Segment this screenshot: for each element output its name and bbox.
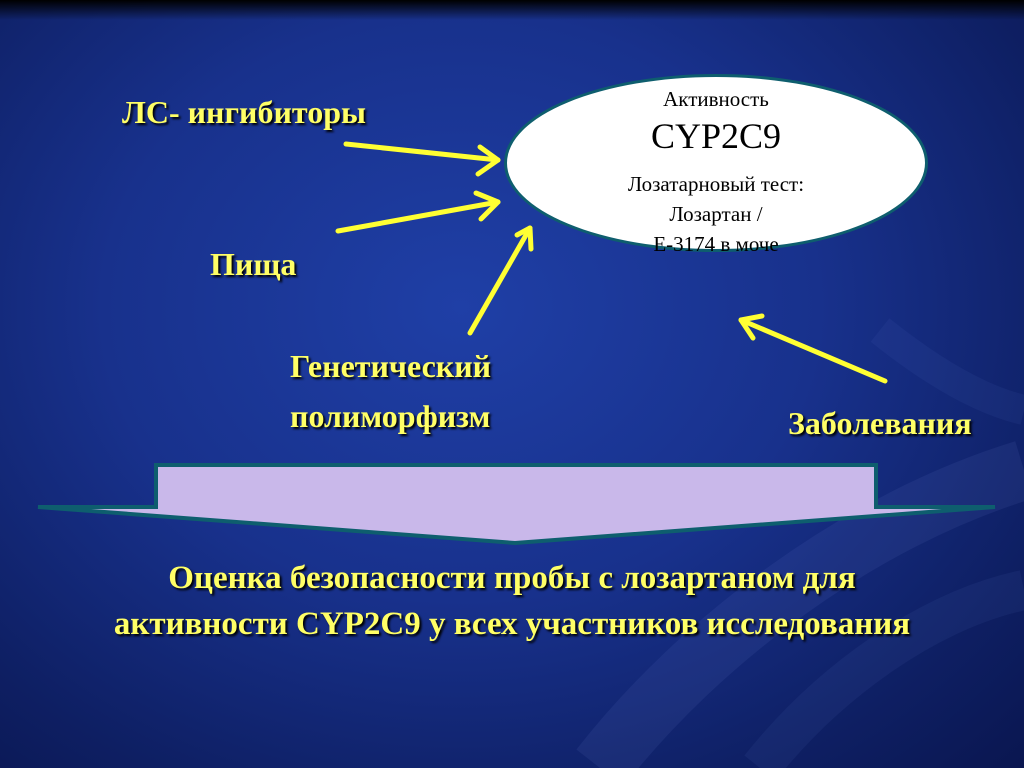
- factor-genetic-line2: полиморфизм: [290, 398, 491, 434]
- factor-food: Пища: [210, 246, 297, 282]
- cyp2c9-activity-ellipse: Активность CYP2C9 Лозатарновый тест: Лоз…: [504, 74, 928, 256]
- ellipse-metabolite: Е-3174 в моче: [653, 232, 779, 256]
- ellipse-enzyme: CYP2C9: [650, 116, 782, 156]
- ellipse-title: Активность: [663, 87, 769, 111]
- arrow-inhibitors: [343, 141, 501, 177]
- conclusion-line1: Оценка безопасности пробы с лозартаном д…: [168, 560, 856, 596]
- arrow-diseases: [738, 313, 888, 384]
- arrow-genetic: [467, 225, 534, 336]
- factor-diseases: Заболевания: [788, 405, 972, 441]
- big-down-arrow: [37, 463, 996, 546]
- ellipse-losartan: Лозартан /: [669, 202, 763, 226]
- arrow-food: [335, 190, 501, 234]
- factor-inhibitors: ЛС- ингибиторы: [122, 94, 366, 130]
- top-dark-band: [0, 0, 1024, 20]
- ellipse-test-label: Лозатарновый тест:: [627, 172, 805, 196]
- conclusion-line2: активности CYP2C9 у всех участников иссл…: [113, 606, 911, 642]
- factor-genetic-line1: Генетический: [290, 348, 492, 384]
